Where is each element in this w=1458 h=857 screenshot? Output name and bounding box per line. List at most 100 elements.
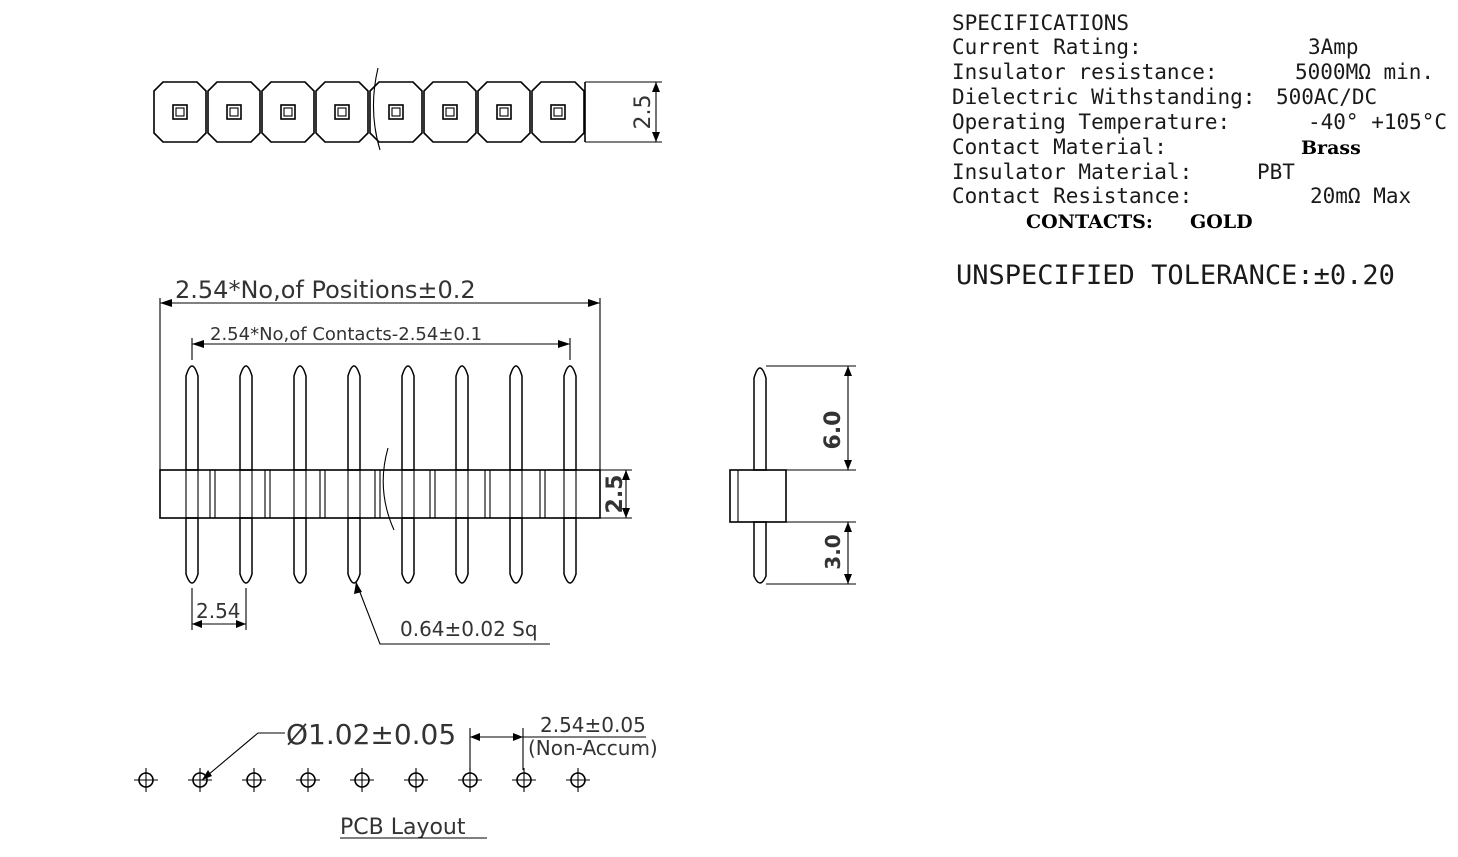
front-pin-lower	[347, 517, 361, 584]
top-cell	[153, 81, 207, 143]
upper-pin-label: 6.0	[821, 411, 846, 450]
front-body-pin-section	[293, 469, 307, 519]
front-pin-lower	[455, 517, 469, 584]
upper-pin-arrow-up	[844, 366, 852, 376]
hole-diameter-arrow	[202, 770, 212, 780]
front-view-body	[159, 469, 601, 519]
tolerance-note: UNSPECIFIED TOLERANCE:±0.20	[956, 260, 1395, 291]
side-pin-upper	[753, 367, 767, 471]
top-cell-square	[550, 104, 566, 120]
spec-value-insulator-resistance: 5000MΩ min.	[1295, 60, 1434, 84]
spec-label-contact-material: Contact Material:	[952, 135, 1167, 159]
front-pin-upper	[401, 365, 415, 471]
top-dim-arrow-up	[652, 82, 660, 92]
hole-pitch-arrow-left	[470, 733, 480, 741]
front-pin-lower	[563, 517, 577, 584]
front-body-pin-section	[185, 469, 199, 519]
pitch-arrow-left	[192, 620, 202, 628]
contacts-value: GOLD	[1190, 211, 1253, 233]
side-pin-lower	[753, 521, 767, 584]
spec-label-current-rating: Current Rating:	[952, 35, 1142, 59]
hole-pitch-label: 2.54±0.05	[540, 713, 646, 737]
spec-value-dielectric: 500AC/DC	[1276, 85, 1377, 109]
pcb-layout: Ø1.02±0.05 2.54±0.05 (Non-Accum) PCB Lay…	[134, 713, 658, 840]
front-body-pin-section	[563, 469, 577, 519]
upper-pin-arrow-down	[844, 460, 852, 470]
top-dim-arrow-down	[652, 132, 660, 142]
side-body	[729, 469, 787, 523]
contacts-label: CONTACTS:	[1026, 211, 1153, 233]
front-pin-upper	[347, 365, 361, 471]
top-cell-pin-hole	[337, 107, 347, 117]
spec-label-dielectric: Dielectric Withstanding:	[952, 85, 1255, 109]
top-cell-pin-hole	[175, 107, 185, 117]
front-pin-upper	[239, 365, 253, 471]
pcb-holes	[134, 768, 590, 792]
top-view: 2.5	[153, 67, 662, 151]
front-pin-lower	[239, 517, 253, 584]
spec-value-insulator-material: PBT	[1257, 160, 1295, 184]
front-view: 2.54*No,of Positions±0.2 2.54*No,of Cont…	[159, 276, 632, 645]
top-cell-square	[388, 104, 404, 120]
top-view-cells	[153, 81, 586, 143]
front-break-mark	[382, 447, 395, 531]
front-body-pin-section	[455, 469, 469, 519]
lower-pin-arrow-down	[844, 574, 852, 584]
overall-length-arrow-left	[160, 299, 172, 307]
front-body-pin-section	[239, 469, 253, 519]
pitch-arrow-right	[236, 620, 246, 628]
pitch-label: 2.54	[196, 599, 241, 623]
pin-size-leader	[355, 581, 550, 645]
hole-diameter-label: Ø1.02±0.05	[286, 718, 456, 751]
top-cell-pin-hole	[229, 107, 239, 117]
body-height-label: 2.5	[603, 475, 628, 514]
spec-value-operating-temp: -40° +105°C	[1308, 110, 1447, 134]
spec-label-operating-temp: Operating Temperature:	[952, 110, 1230, 134]
front-pin-lower	[185, 517, 199, 584]
top-cell-pin-hole	[391, 107, 401, 117]
front-view-pins	[185, 365, 577, 584]
spec-label-insulator-resistance: Insulator resistance:	[952, 60, 1218, 84]
front-pin-lower	[509, 517, 523, 584]
front-pin-lower	[401, 517, 415, 584]
hole-diameter-leader	[201, 732, 285, 781]
contact-span-arrow-right	[558, 340, 570, 348]
front-pin-upper	[455, 365, 469, 471]
hole-pitch-note: (Non-Accum)	[528, 736, 658, 760]
hole-pitch-arrow-right	[513, 733, 523, 741]
spec-label-insulator-material: Insulator Material:	[952, 160, 1192, 184]
top-cell-square	[172, 104, 188, 120]
contact-span-arrow-left	[192, 340, 204, 348]
top-cell-square	[496, 104, 512, 120]
lower-pin-arrow-up	[844, 522, 852, 532]
top-cell-pin-hole	[499, 107, 509, 117]
lower-pin-label: 3.0	[821, 534, 845, 569]
top-cell-pin-hole	[553, 107, 563, 117]
front-pin-lower	[293, 517, 307, 584]
pin-size-arrow	[354, 582, 362, 594]
overall-length-label: 2.54*No,of Positions±0.2	[175, 276, 476, 304]
top-cell	[531, 81, 585, 143]
spec-heading: SPECIFICATIONS	[952, 11, 1129, 35]
front-pin-upper	[185, 365, 199, 471]
front-pin-upper	[293, 365, 307, 471]
top-cell	[315, 81, 369, 143]
contact-span-label: 2.54*No,of Contacts-2.54±0.1	[210, 324, 482, 345]
top-cell	[369, 81, 423, 143]
spec-value-contact-material: Brass	[1301, 137, 1361, 159]
front-body-pin-section	[347, 469, 361, 519]
top-cell-square	[226, 104, 242, 120]
spec-label-contact-resistance: Contact Resistance:	[952, 184, 1192, 208]
pin-size-label: 0.64±0.02 Sq	[400, 617, 538, 641]
body-dim-arrow-up	[622, 470, 630, 480]
pcb-layout-title: PCB Layout	[340, 815, 466, 840]
top-cell-square	[280, 104, 296, 120]
front-pin-upper	[509, 365, 523, 471]
spec-value-current-rating: 3Amp	[1308, 35, 1359, 59]
top-cell-pin-hole	[445, 107, 455, 117]
top-cell-square	[334, 104, 350, 120]
front-body-pin-section	[509, 469, 523, 519]
spec-value-contact-resistance: 20mΩ Max	[1310, 184, 1411, 208]
body-dim-arrow-down	[622, 508, 630, 518]
top-cell-square	[442, 104, 458, 120]
